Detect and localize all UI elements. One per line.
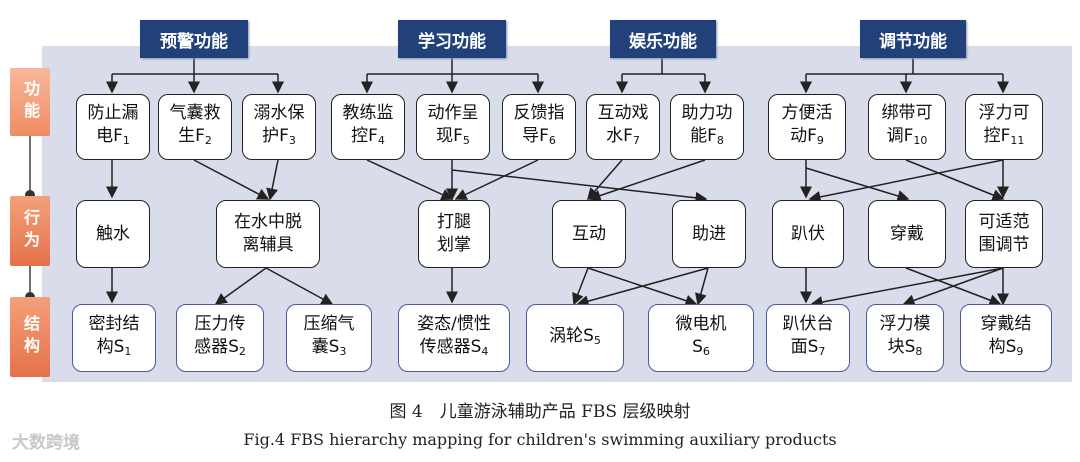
f-node: 防止漏电F1 [76,94,150,160]
b-node: 可适范围调节 [965,200,1043,268]
level-connector [29,136,31,196]
function-header-adjustment: 调节功能 [860,20,966,58]
level-label-function: 功能 [10,68,50,136]
level-connector [29,266,31,297]
b-node: 触水 [76,200,150,268]
watermark: 大数跨境 [12,433,80,453]
function-header-warning: 预警功能 [140,20,248,58]
f-node: 教练监控F4 [331,94,405,160]
figure-caption-chinese: 图 4 儿童游泳辅助产品 FBS 层级映射 [389,402,691,422]
f-node: 动作呈现F5 [416,94,490,160]
f-node: 浮力可控F11 [965,94,1043,160]
f-node: 方便活动F9 [768,94,846,160]
f-node: 绑带可调F10 [868,94,946,160]
s-node: 涡轮S5 [526,304,624,372]
s-node: 姿态/惯性传感器S4 [398,304,510,372]
function-header-entertainment: 娱乐功能 [610,20,716,58]
s-node: 浮力模块S8 [866,304,944,372]
figure-caption-english: Fig.4 FBS hierarchy mapping for children… [243,430,837,449]
f-node: 助力功能F8 [670,94,744,160]
f-node: 溺水保护F3 [242,94,316,160]
b-node: 互动 [552,200,626,268]
function-header-learning: 学习功能 [398,20,506,58]
s-node: 压力传感器S2 [176,304,264,372]
s-node: 趴伏台面S7 [766,304,850,372]
f-node: 气囊救生F2 [158,94,232,160]
s-node: 压缩气囊S3 [286,304,372,372]
s-node: 密封结构S1 [72,304,156,372]
f-node: 反馈指导F6 [502,94,576,160]
b-node: 助进 [672,200,746,268]
b-node: 穿戴 [868,200,946,268]
b-node: 趴伏 [772,200,844,268]
s-node: 穿戴结构S9 [960,304,1052,372]
f-node: 互动戏水F7 [586,94,660,160]
b-node: 打腿划掌 [418,200,490,268]
level-label-behavior: 行为 [10,196,50,266]
level-label-structure: 结构 [10,297,50,377]
b-node: 在水中脱离辅具 [216,200,320,268]
level-dot [25,190,35,200]
